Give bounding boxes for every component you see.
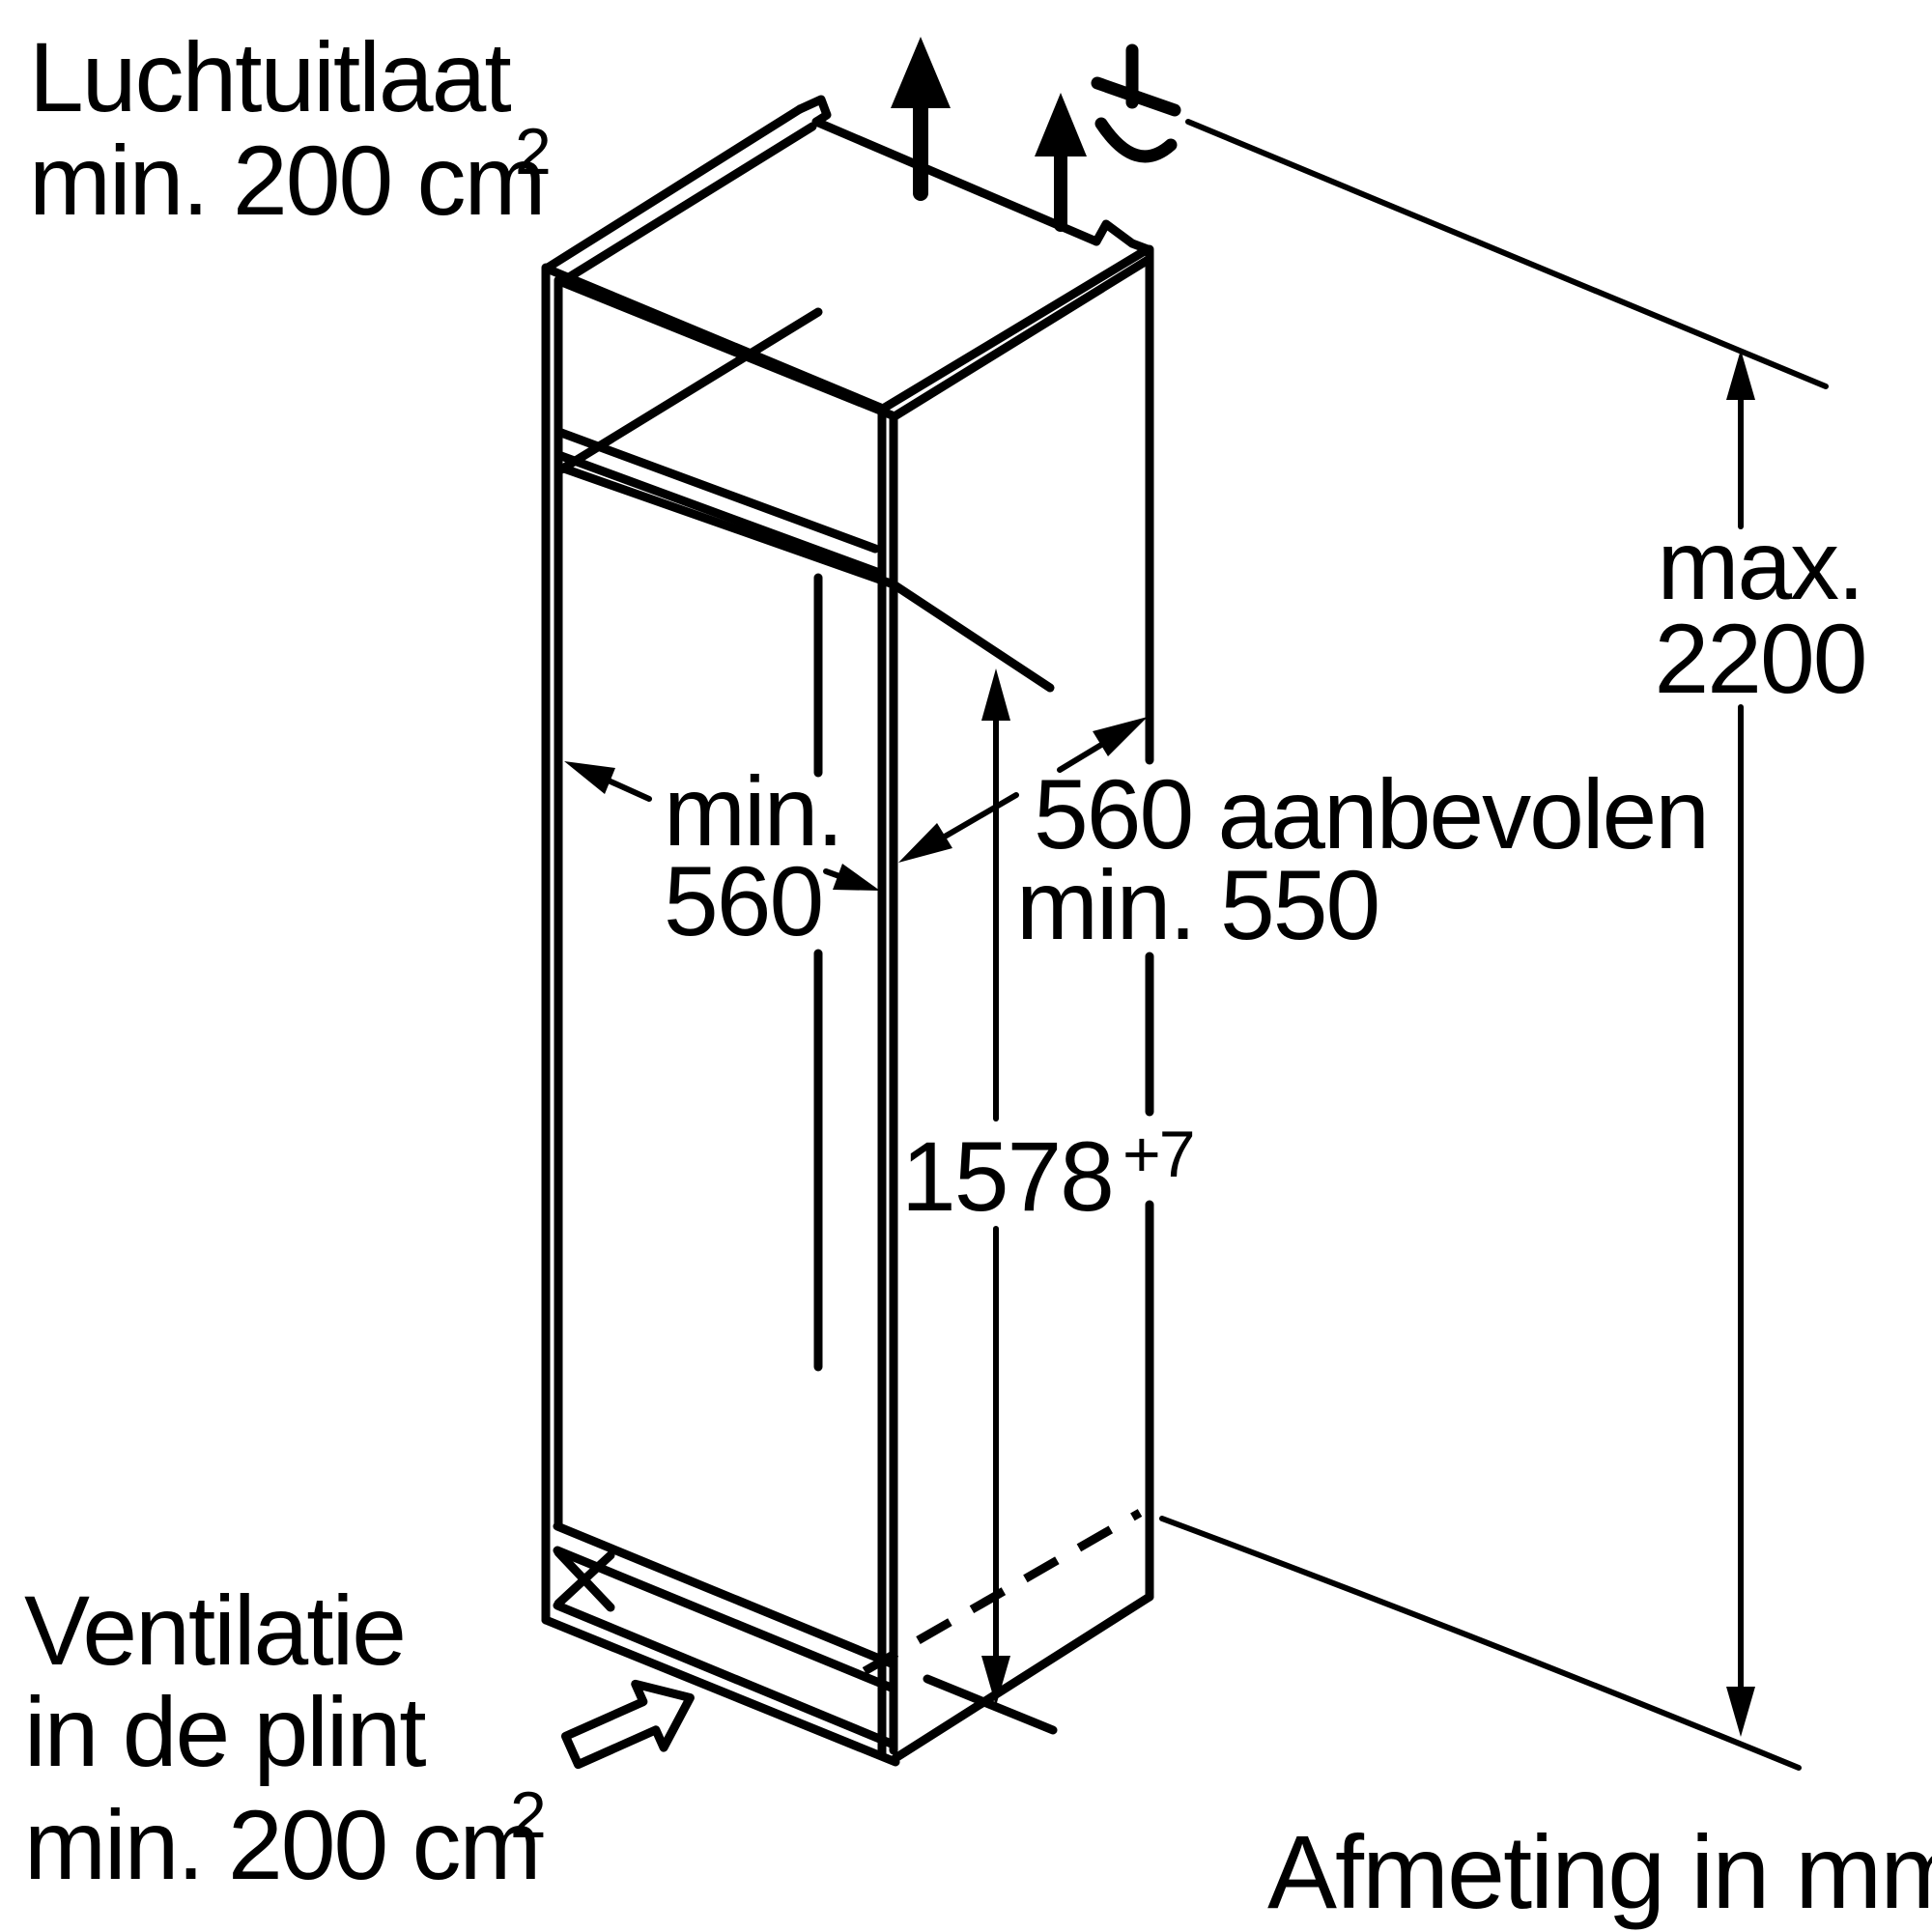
plinth-vent-label: Ventilatie in de plint min. 200 cm 2 <box>24 1576 547 1900</box>
max-height-label: max. 2200 <box>1655 510 1868 714</box>
top-vent-shelf <box>556 307 1055 693</box>
max-height-value: 2200 <box>1655 604 1866 714</box>
niche-width-label: min. 560 <box>664 756 844 956</box>
max-height-word: max. <box>1657 510 1862 620</box>
power-cord-icon <box>1091 43 1181 163</box>
dimension-max-2200 <box>1726 350 1755 1737</box>
top-leader-line <box>1185 119 1829 389</box>
units-note: Afmeting in mm <box>1267 1813 1932 1930</box>
dimension-width-min-560 <box>564 761 880 891</box>
plinth-line3: min. 200 cm <box>24 1790 540 1900</box>
plinth-vent-arrow-icon <box>560 1679 695 1770</box>
airflow-arrow-icon <box>1035 93 1087 232</box>
niche-height-label: 1578 +7 <box>901 1118 1196 1232</box>
depth-recommended: 560 aanbevolen <box>1034 759 1708 869</box>
depth-minimum: min. 550 <box>1016 850 1378 960</box>
airflow-arrow-icon <box>891 37 951 201</box>
plinth-superscript: 2 <box>510 1778 545 1852</box>
air-outlet-superscript: 2 <box>515 115 550 188</box>
bottom-leader-line <box>1159 1516 1802 1771</box>
air-outlet-line2: min. 200 cm <box>29 126 545 236</box>
hidden-rear-bottom-edge <box>862 1509 1143 1675</box>
air-outlet-line1: Luchtuitlaat <box>29 22 511 132</box>
niche-cabinet-outline <box>541 95 1154 1767</box>
niche-width-word: min. <box>664 756 842 867</box>
floor-and-plinth <box>553 1521 1058 1749</box>
niche-height-tolerance: +7 <box>1122 1118 1194 1191</box>
depth-label: 560 aanbevolen min. 550 <box>1016 759 1710 960</box>
dimension-depth-560 <box>898 717 1148 863</box>
plinth-line1: Ventilatie <box>24 1576 405 1686</box>
dimension-niche-height-1578 <box>981 668 1010 1706</box>
air-outlet-label: Luchtuitlaat min. 200 cm 2 <box>29 22 552 236</box>
niche-width-value: 560 <box>664 846 822 956</box>
niche-height-value: 1578 <box>901 1122 1113 1232</box>
plinth-line2: in de plint <box>24 1677 426 1787</box>
